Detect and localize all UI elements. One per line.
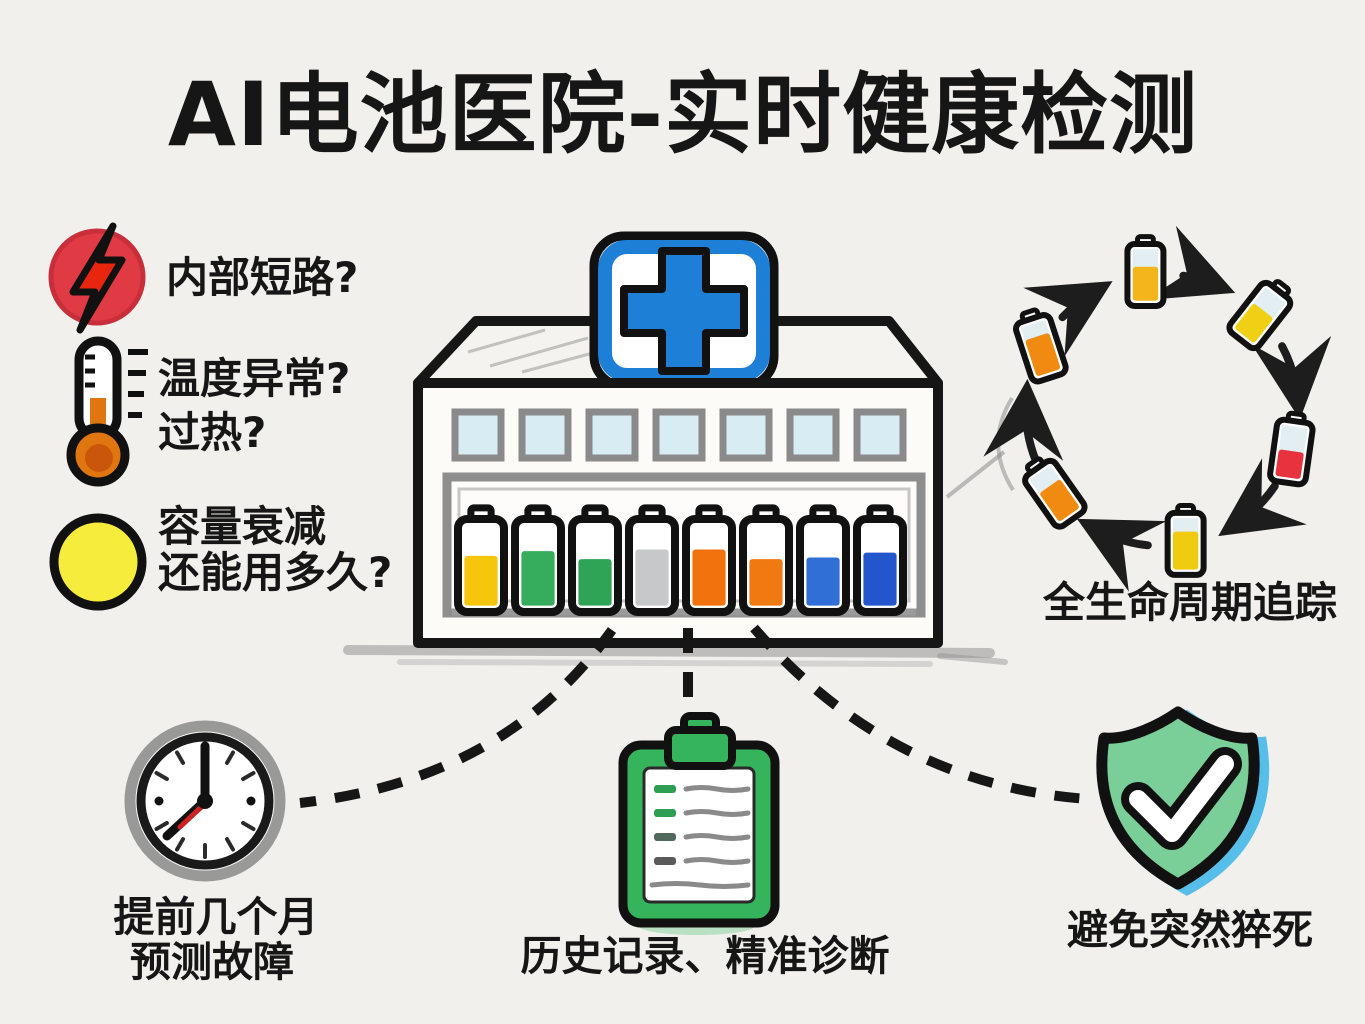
battery bbox=[853, 504, 907, 616]
clock-tick bbox=[154, 771, 169, 781]
capacity-label-line1: 容量衰减 bbox=[158, 502, 326, 551]
clipboard-rows bbox=[649, 785, 751, 889]
connector-to-clock bbox=[299, 627, 617, 808]
battery bbox=[568, 504, 622, 616]
clipboard-clip bbox=[664, 726, 736, 770]
cycle-arrow bbox=[1218, 458, 1307, 537]
capacity-label-line2: 还能用多久? bbox=[158, 548, 392, 597]
clipboard-label: 历史记录、精准诊断 bbox=[521, 932, 890, 980]
battery bbox=[796, 504, 850, 616]
page-title: AI电池医院-实时健康检测 bbox=[168, 63, 1198, 166]
cycle-arrow bbox=[1251, 335, 1332, 420]
row-tick bbox=[654, 785, 676, 793]
shield-label: 避免突然猝死 bbox=[1067, 906, 1313, 954]
window bbox=[652, 408, 706, 462]
cross-icon bbox=[620, 247, 748, 375]
row-line bbox=[683, 857, 751, 865]
clock-tick bbox=[154, 821, 169, 831]
battery bbox=[682, 504, 736, 616]
thermometer-icon bbox=[66, 336, 148, 487]
temperature-label-line2: 过热? bbox=[158, 408, 266, 457]
clock-tick bbox=[241, 821, 256, 831]
clipboard-icon bbox=[618, 712, 780, 935]
battery bbox=[454, 504, 508, 616]
short-circuit-icon bbox=[48, 222, 146, 334]
clock-label-line2: 预测故障 bbox=[130, 938, 294, 986]
window bbox=[585, 408, 639, 462]
battery bbox=[1164, 502, 1207, 578]
battery bbox=[739, 504, 793, 616]
window bbox=[518, 408, 572, 462]
hospital-building bbox=[343, 231, 1008, 667]
cycle-arrow bbox=[1077, 518, 1167, 592]
lifecycle-label: 全生命周期追踪 bbox=[1042, 578, 1337, 627]
battery bbox=[1267, 410, 1316, 488]
battery bbox=[1124, 234, 1167, 310]
clock-dot bbox=[246, 796, 256, 806]
red-hand bbox=[177, 804, 204, 830]
clock-ticks bbox=[154, 741, 256, 859]
clock-label-line1: 提前几个月 bbox=[114, 893, 319, 941]
shield-icon bbox=[1096, 706, 1270, 896]
clock-tick bbox=[225, 750, 235, 765]
hospital-batteries bbox=[454, 504, 907, 616]
window-row bbox=[451, 408, 907, 462]
row-line bbox=[683, 785, 751, 793]
battery bbox=[511, 504, 565, 616]
cycle-arrow bbox=[983, 378, 1064, 465]
clock-tick bbox=[241, 771, 256, 781]
battery bbox=[1226, 279, 1294, 352]
window bbox=[853, 408, 907, 462]
clock-tick bbox=[175, 750, 185, 765]
row-tick bbox=[654, 809, 676, 817]
lifecycle-cycle bbox=[983, 225, 1332, 592]
row-line bbox=[683, 809, 751, 817]
clock-tick bbox=[175, 837, 185, 852]
ground-shadow bbox=[343, 645, 1008, 667]
row-tick bbox=[654, 857, 676, 865]
cycle-arrow bbox=[1023, 281, 1113, 357]
clock-dot bbox=[154, 796, 164, 806]
row-line bbox=[683, 833, 751, 841]
capacity-icon bbox=[49, 513, 147, 611]
short-circuit-label: 内部短路? bbox=[166, 253, 358, 302]
row-line bbox=[649, 881, 751, 889]
cycle-arrow bbox=[1146, 225, 1236, 301]
connector-to-shield bbox=[750, 624, 1089, 804]
row-tick bbox=[654, 833, 676, 841]
window bbox=[786, 408, 840, 462]
checkmark-icon bbox=[1129, 755, 1234, 842]
window bbox=[451, 408, 505, 462]
clock-tick bbox=[225, 837, 235, 852]
battery bbox=[1012, 307, 1069, 385]
pencil-marks bbox=[945, 396, 1015, 499]
medical-cross-sign bbox=[589, 231, 779, 391]
clock-icon bbox=[124, 720, 286, 882]
battery bbox=[625, 504, 679, 616]
window bbox=[719, 408, 773, 462]
temperature-label-line1: 温度异常? bbox=[158, 354, 350, 403]
battery bbox=[1022, 456, 1088, 530]
left-panel: 内部短路? 温度异常? 过热? 容量衰减 还能用多久? bbox=[48, 222, 392, 611]
